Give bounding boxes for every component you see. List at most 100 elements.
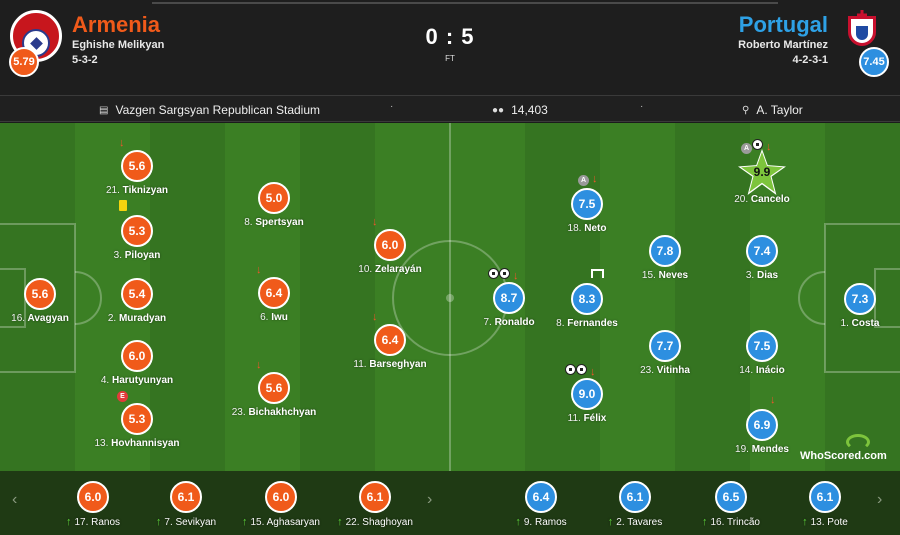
away-player-fernandes[interactable]: 8.3 8. Fernandes	[532, 269, 642, 329]
home-substitutes: ‹ 6.0 ↑17. Ranos 6.1 ↑7. Sevikyan 6.0 ↑1…	[0, 471, 449, 535]
subbed-on-icon: ↑	[607, 516, 614, 528]
player-label: 11. Barseghyan	[353, 359, 427, 370]
player-rating: 6.4	[258, 277, 290, 309]
player-label: 1. Costa	[840, 318, 880, 329]
referee-name[interactable]: A. Taylor	[756, 103, 803, 117]
player-label: 11. Félix	[567, 413, 607, 424]
away-team-rating: 7.45	[859, 47, 889, 77]
pitch: ↓ 5.6 21. Tiknizyan 5.3 3. Piloyan 5.6 1…	[0, 123, 900, 471]
home-manager[interactable]: Eghishe Melikyan	[72, 39, 165, 51]
away-sub-tavares[interactable]: 6.1 ↑2. Tavares	[587, 481, 683, 528]
away-player-cancelo[interactable]: A ↓ 9.9 20. Cancelo	[707, 139, 817, 205]
subbed-on-icon: ↑	[802, 516, 808, 528]
player-label: ↑2. Tavares	[607, 516, 663, 528]
attendance-info: ●● 14,403	[492, 103, 548, 117]
home-player-spertsyan[interactable]: 5.0 8. Spertsyan	[219, 182, 329, 228]
player-label: 7. Ronaldo	[483, 317, 535, 328]
stadium-info: ▤ Vazgen Sargsyan Republican Stadium	[99, 103, 320, 117]
portugal-crest-icon[interactable]	[844, 10, 880, 50]
match-score: 0 : 5	[425, 24, 475, 49]
player-label: 13. Hovhannisyan	[94, 438, 180, 449]
subbed-on-icon: ↑	[241, 516, 248, 528]
away-player-ronaldo[interactable]: ↓ 8.7 7. Ronaldo	[454, 268, 564, 328]
player-label: ↑17. Ranos	[65, 516, 121, 528]
home-sub-ranos[interactable]: 6.0 ↑17. Ranos	[45, 481, 141, 528]
home-player-piloyan[interactable]: 5.3 3. Piloyan	[82, 215, 192, 261]
player-rating: 6.0	[265, 481, 297, 513]
away-sub-trincao[interactable]: 6.5 ↑16. Trincão	[683, 481, 779, 528]
player-label: 14. Inácio	[739, 365, 785, 376]
home-player-iwu[interactable]: ↓ 6.4 6. Iwu	[219, 265, 329, 323]
player-rating: 7.8	[649, 235, 681, 267]
player-rating: 6.4	[374, 324, 406, 356]
home-player-avagyan[interactable]: 5.6 16. Avagyan	[0, 278, 95, 324]
player-label: 15. Neves	[641, 270, 689, 281]
home-player-zelarayan[interactable]: ↓ 6.0 10. Zelarayán	[335, 217, 445, 276]
player-rating: 5.6	[121, 150, 153, 182]
player-label: ↑15. Aghasaryan	[241, 516, 320, 528]
away-player-vitinha[interactable]: 7.7 23. Vitinha	[610, 330, 720, 376]
home-team-name[interactable]: Armenia	[72, 12, 161, 37]
home-player-bichakhchyan[interactable]: ↓ 5.6 23. Bichakhchyan	[219, 360, 329, 419]
away-player-mendes[interactable]: ↓ 6.9 19. Mendes	[707, 395, 817, 456]
away-substitutes: 6.4 ↑9. Ramos 6.1 ↑2. Tavares 6.5 ↑16. T…	[451, 471, 900, 535]
away-player-inacio[interactable]: 7.5 14. Inácio	[707, 330, 817, 376]
home-player-hovhannisyan[interactable]: 5.3 13. Hovhannisyan	[82, 403, 192, 449]
player-rating: 5.0	[258, 182, 290, 214]
player-label: 6. Iwu	[260, 312, 288, 323]
home-player-tiknizyan[interactable]: ↓ 5.6 21. Tiknizyan	[82, 138, 192, 211]
goal-ball-icon	[499, 268, 510, 279]
home-sub-aghasaryan[interactable]: 6.0 ↑15. Aghasaryan	[233, 481, 329, 528]
away-sub-ramos[interactable]: 6.4 ↑9. Ramos	[493, 481, 589, 528]
player-label: ↑7. Sevikyan	[155, 516, 217, 528]
away-sub-pote[interactable]: 6.1 ↑13. Pote	[777, 481, 873, 528]
header-divider	[152, 2, 778, 4]
yellow-card-icon	[119, 200, 127, 214]
separator: ·	[390, 101, 394, 112]
player-label: 4. Harutyunyan	[100, 375, 174, 386]
away-manager[interactable]: Roberto Martínez	[738, 39, 828, 51]
subbed-off-icon: ↓	[587, 366, 596, 378]
player-label: ↑9. Ramos	[515, 516, 567, 528]
home-player-barseghyan[interactable]: ↓ 6.4 11. Barseghyan	[335, 312, 445, 371]
player-rating: 6.5	[715, 481, 747, 513]
away-player-dias[interactable]: 7.4 3. Dias	[707, 235, 817, 281]
chevron-left-icon[interactable]: ‹	[12, 491, 18, 508]
match-info-bar: ▤ Vazgen Sargsyan Republican Stadium · ●…	[0, 95, 900, 122]
attendance-value: 14,403	[511, 103, 548, 117]
player-rating: 5.3	[121, 215, 153, 247]
away-player-costa[interactable]: 7.3 1. Costa	[805, 283, 900, 329]
player-label: 23. Vitinha	[640, 365, 690, 376]
player-label: 18. Neto	[567, 223, 607, 234]
home-player-harutyunyan[interactable]: 6.0 4. Harutyunyan E	[82, 340, 192, 402]
whoscored-logo[interactable]: WhoScored.com	[800, 450, 887, 462]
separator: ·	[640, 101, 644, 112]
player-rating: 6.9	[746, 409, 778, 441]
assist-icons: A ↓	[578, 174, 598, 186]
player-rating: 6.4	[525, 481, 557, 513]
goal-ball-icon	[752, 139, 763, 150]
player-rating: 8.7	[493, 282, 525, 314]
subbed-off-icon: ↓	[256, 264, 262, 276]
player-rating: 5.3	[121, 403, 153, 435]
home-player-muradyan[interactable]: 5.4 2. Muradyan	[82, 278, 192, 324]
man-of-the-match-star-icon: 9.9	[738, 149, 786, 195]
error-icon: E	[117, 390, 128, 402]
assist-icon: A	[578, 175, 589, 186]
chevron-right-icon[interactable]: ›	[877, 491, 883, 508]
goal-ball-icon	[565, 364, 576, 375]
subbed-off-icon: ↓	[372, 216, 378, 228]
match-status: FT	[445, 54, 455, 63]
subbed-off-icon: ↓	[589, 173, 598, 185]
match-header: Armenia Eghishe Melikyan 5-3-2 5.79 0 : …	[0, 0, 900, 95]
player-rating: 6.1	[619, 481, 651, 513]
away-player-neto[interactable]: A ↓ 7.5 18. Neto	[532, 174, 642, 235]
home-sub-shaghoyan[interactable]: 6.1 ↑22. Shaghoyan	[327, 481, 423, 528]
chevron-right-icon[interactable]: ›	[427, 491, 433, 508]
subbed-on-icon: ↑	[65, 516, 72, 528]
away-player-felix[interactable]: ↓ 9.0 11. Félix	[532, 364, 642, 424]
subbed-on-icon: ↑	[337, 516, 343, 528]
home-sub-sevikyan[interactable]: 6.1 ↑7. Sevikyan	[138, 481, 234, 528]
away-team-name[interactable]: Portugal	[738, 12, 828, 37]
away-player-neves[interactable]: 7.8 15. Neves	[610, 235, 720, 281]
